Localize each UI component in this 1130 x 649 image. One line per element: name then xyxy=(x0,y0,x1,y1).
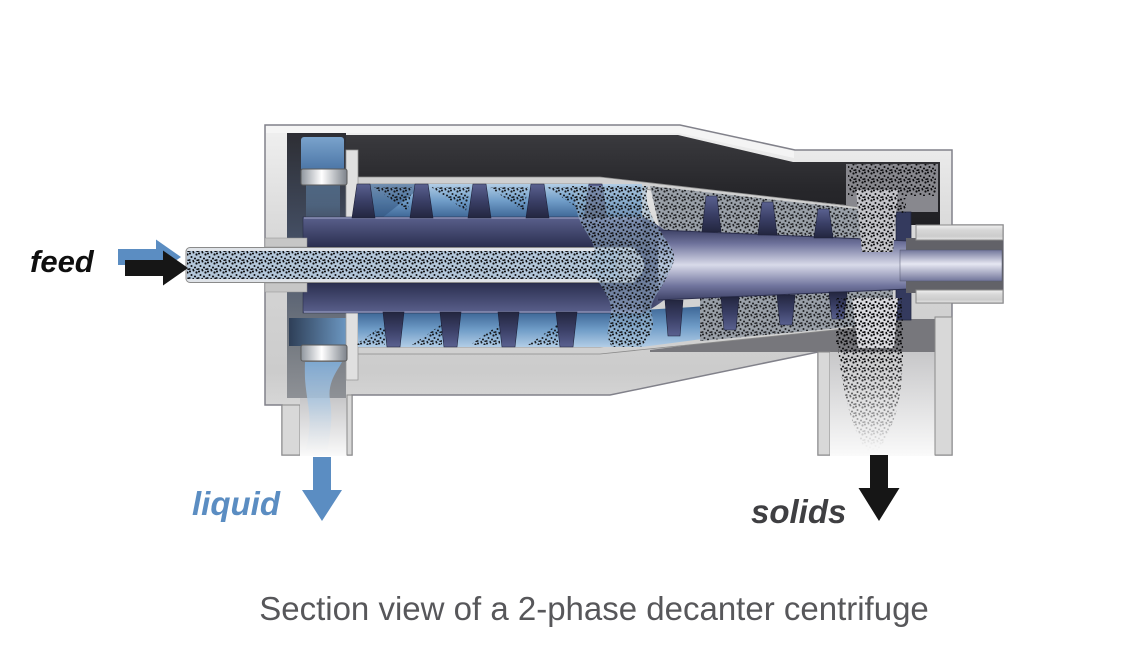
chute-wall xyxy=(817,351,831,456)
top-chamber xyxy=(346,135,940,225)
conveyor-cone-body xyxy=(658,230,910,300)
liquid-discharge xyxy=(300,168,348,452)
liquid-label: liquid xyxy=(192,485,280,522)
tube-sleeve xyxy=(264,237,308,248)
liquid-arrow-icon xyxy=(302,457,342,521)
chute-wall xyxy=(281,404,301,456)
feed-label: feed xyxy=(30,244,94,279)
casing-top-highlight xyxy=(266,126,679,133)
casing-slope-highlight xyxy=(679,126,794,158)
tube-sleeve xyxy=(264,282,308,293)
hub-lower xyxy=(302,282,644,314)
liquid-cascade-top xyxy=(301,137,344,171)
neck-shell-top xyxy=(915,224,1004,241)
solids-label: solids xyxy=(751,493,847,530)
chute-wall xyxy=(346,394,353,456)
casing-neck xyxy=(899,224,1004,304)
caption: Section view of a 2-phase decanter centr… xyxy=(259,590,929,627)
liquid-cascade-bottom xyxy=(304,362,342,452)
feed-arrow-icon xyxy=(118,239,188,286)
feed-arrow-black xyxy=(125,250,188,286)
drive-shaft xyxy=(899,249,1003,282)
solids-spray xyxy=(836,298,904,452)
chute-wall xyxy=(934,316,953,456)
weir-ring-top xyxy=(300,168,348,186)
weir-ring-bottom xyxy=(300,344,348,362)
solids-discharge-top xyxy=(848,164,936,252)
solids-arrow-icon xyxy=(858,455,900,521)
neck-shell-bottom xyxy=(915,289,1004,304)
liquid-preweir-bottom xyxy=(289,318,346,346)
